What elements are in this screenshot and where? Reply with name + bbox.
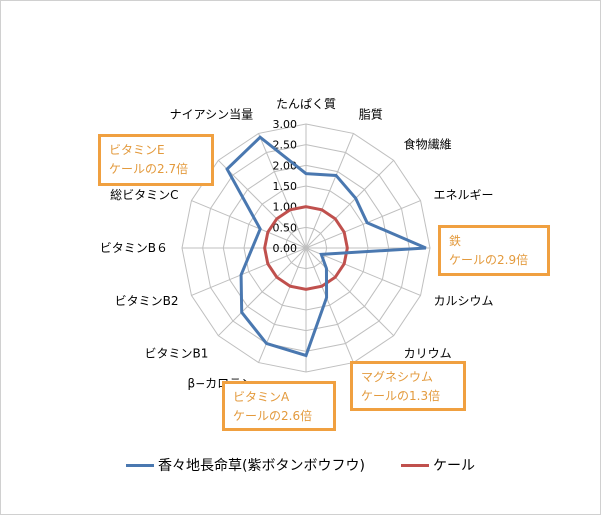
legend-swatch-kale — [400, 463, 429, 467]
grid-spoke — [305, 200, 421, 249]
grid-spoke — [217, 247, 307, 337]
axis-tick-label: 1.50 — [273, 180, 298, 193]
chart-legend: 香々地長命草(紫ボタンボウフウ) ケール — [0, 455, 601, 475]
axis-tick-label: 2.50 — [273, 139, 298, 152]
category-label: ビタミンB2 — [115, 294, 179, 308]
grid-spoke — [305, 247, 354, 363]
legend-item-kale: ケール — [400, 455, 475, 475]
legend-label-choumeisou: 香々地長命草(紫ボタンボウフウ) — [158, 458, 365, 474]
category-label: ビタミンB６ — [100, 241, 168, 255]
callout-iron-title: 鉄 — [449, 234, 462, 248]
grid-spoke — [305, 159, 395, 249]
category-label: エネルギー — [433, 188, 493, 202]
legend-item-choumeisou: 香々地長命草(紫ボタンボウフウ) — [126, 455, 365, 475]
legend-label-kale: ケール — [432, 458, 475, 474]
category-label: たんぱく質 — [276, 96, 336, 111]
grid-spoke — [305, 247, 421, 296]
radar-grid — [181, 123, 431, 373]
axis-tick-label: 3.00 — [273, 118, 298, 131]
callout-vitamin-e-title: ビタミンE — [109, 143, 165, 157]
axis-tick-label: 0.00 — [273, 242, 298, 255]
grid-spoke — [191, 247, 307, 296]
grid-spoke — [191, 200, 307, 249]
callout-iron: 鉄 ケールの2.9倍 — [438, 225, 550, 276]
axis-tick-label: 2.00 — [273, 159, 298, 172]
series-line-choumeisou — [225, 135, 427, 358]
grid-spoke — [217, 159, 307, 249]
axis-tick-label: 0.50 — [273, 221, 298, 234]
category-label: カルシウム — [433, 294, 493, 308]
series-line-kale — [263, 205, 349, 291]
callout-vitamin-a-title: ビタミンA — [233, 390, 290, 404]
category-label: ナイアシン当量 — [170, 108, 254, 122]
grid-spoke — [258, 133, 307, 249]
radial-axis-ticks: 0.000.501.001.502.002.503.00 — [273, 118, 298, 255]
callout-vitamin-a: ビタミンA ケールの2.6倍 — [222, 381, 336, 431]
callout-iron-ratio: ケールの2.9倍 — [449, 253, 529, 267]
category-label: ビタミンB1 — [145, 347, 209, 361]
series-layer — [225, 135, 427, 358]
callout-magnesium: マグネシウム ケールの1.3倍 — [350, 361, 466, 411]
grid-spoke — [305, 133, 354, 249]
callout-magnesium-title: マグネシウム — [361, 370, 434, 384]
category-label: 脂質 — [359, 107, 383, 122]
category-label: カリウム — [404, 347, 452, 361]
category-label: 食物繊維 — [404, 136, 452, 151]
grid-spoke — [305, 247, 395, 337]
legend-swatch-choumeisou — [126, 463, 155, 467]
category-label: 総ビタミンC — [110, 188, 178, 202]
callout-vitamin-a-ratio: ケールの2.6倍 — [233, 409, 313, 423]
callout-magnesium-ratio: ケールの1.3倍 — [361, 389, 441, 403]
callout-vitamin-e: ビタミンE ケールの2.7倍 — [98, 134, 214, 186]
callout-vitamin-e-ratio: ケールの2.7倍 — [109, 162, 189, 176]
